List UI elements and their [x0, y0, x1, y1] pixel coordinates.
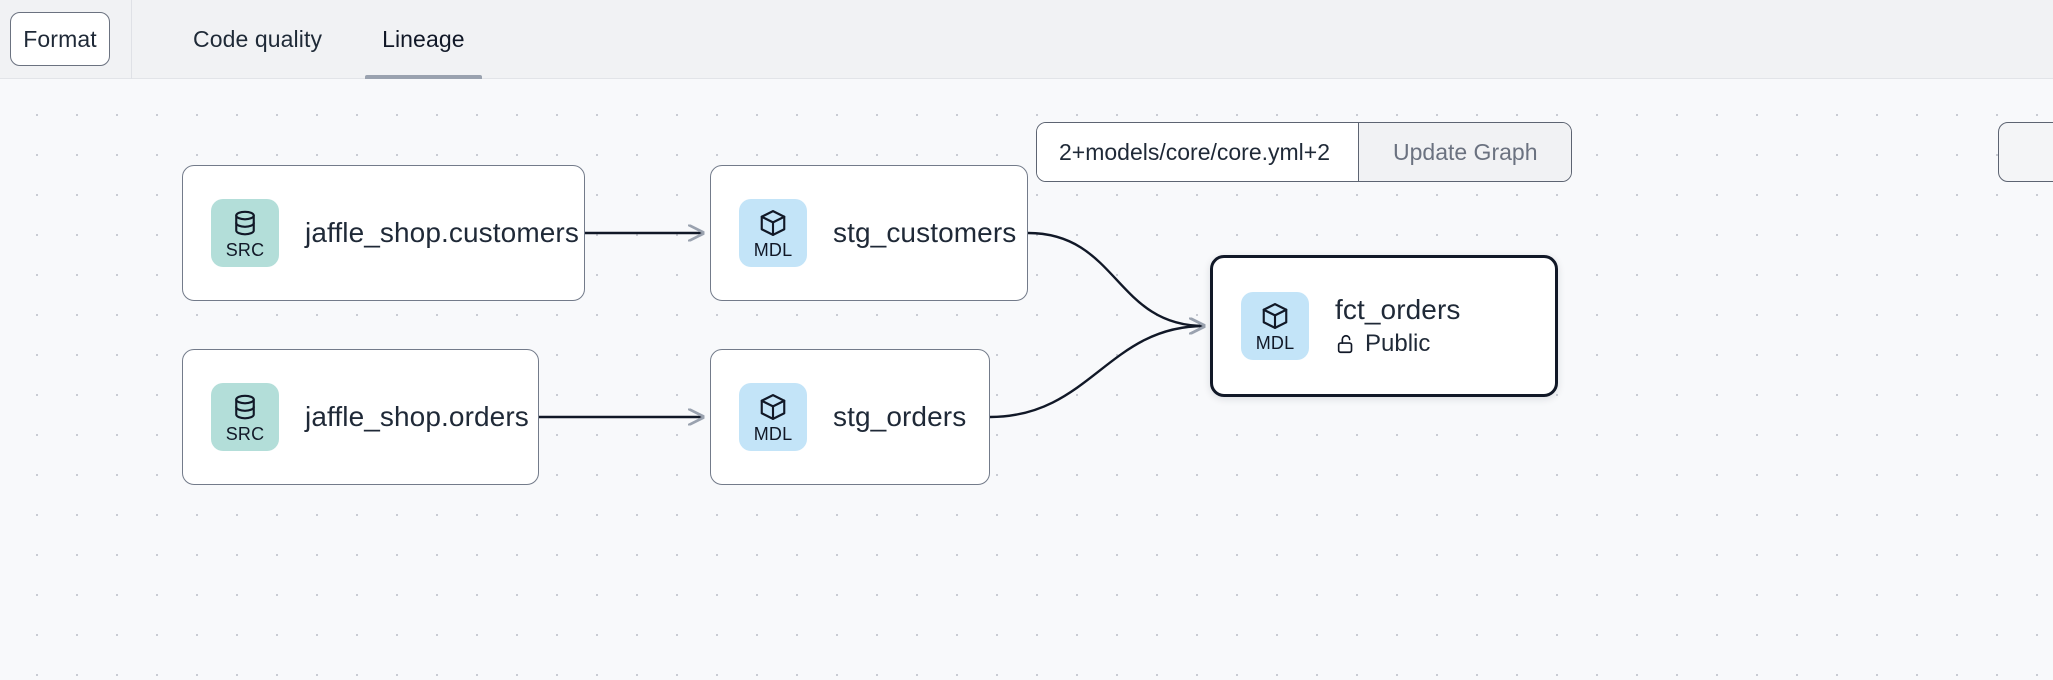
graph-options-panel[interactable]: [1998, 122, 2053, 182]
node-badge-src: SRC: [211, 199, 279, 267]
node-title: stg_customers: [833, 216, 1017, 248]
node-badge-label: SRC: [225, 239, 265, 260]
node-badge-mdl: MDL: [1241, 292, 1309, 360]
tab-bar: Code quality Lineage: [163, 0, 495, 79]
database-icon: [230, 392, 260, 422]
node-title: jaffle_shop.customers: [305, 216, 579, 248]
lineage-canvas[interactable]: SRC jaffle_shop.customers SRC jaffle_sh: [0, 79, 2053, 680]
node-badge-src: SRC: [211, 383, 279, 451]
edge-stg-orders-to-fct-orders: [989, 326, 1204, 419]
node-title: fct_orders: [1335, 293, 1461, 325]
node-badge-label: MDL: [753, 239, 793, 260]
node-body: fct_orders Public: [1335, 294, 1461, 358]
graph-controls: Update Graph: [1036, 122, 1573, 182]
node-access-label: Public: [1365, 330, 1431, 358]
node-body: stg_orders: [833, 401, 966, 433]
edge-stg-customers-to-fct-orders: [1027, 231, 1204, 326]
lineage-node-src-customers[interactable]: SRC jaffle_shop.customers: [182, 165, 585, 301]
cube-icon: [758, 208, 788, 238]
unlock-icon: [1335, 333, 1357, 355]
node-title: jaffle_shop.orders: [305, 400, 529, 432]
toolbar-header: Format Code quality Lineage: [0, 0, 2053, 79]
cube-icon: [758, 392, 788, 422]
lineage-node-stg-orders[interactable]: MDL stg_orders: [710, 349, 990, 485]
node-badge-label: MDL: [753, 423, 793, 444]
node-body: stg_customers: [833, 217, 1016, 249]
node-body: jaffle_shop.customers: [305, 217, 579, 249]
node-selector-input[interactable]: [1037, 123, 1358, 181]
node-body: jaffle_shop.orders: [305, 401, 529, 433]
header-divider: [131, 0, 132, 79]
tab-code-quality[interactable]: Code quality: [193, 25, 323, 52]
node-badge-label: SRC: [225, 423, 265, 444]
node-badge-label: MDL: [1255, 332, 1295, 353]
lineage-node-src-orders[interactable]: SRC jaffle_shop.orders: [182, 349, 539, 485]
node-access-badge: Public: [1335, 330, 1461, 358]
format-button[interactable]: Format: [10, 12, 110, 66]
database-icon: [230, 208, 260, 238]
lineage-node-stg-customers[interactable]: MDL stg_customers: [710, 165, 1028, 301]
lineage-node-fct-orders[interactable]: MDL fct_orders Public: [1210, 255, 1558, 397]
update-graph-button[interactable]: Update Graph: [1358, 123, 1572, 181]
node-badge-mdl: MDL: [739, 383, 807, 451]
cube-icon: [1260, 301, 1290, 331]
node-badge-mdl: MDL: [739, 199, 807, 267]
tab-lineage[interactable]: Lineage: [352, 0, 495, 79]
node-title: stg_orders: [833, 400, 967, 432]
